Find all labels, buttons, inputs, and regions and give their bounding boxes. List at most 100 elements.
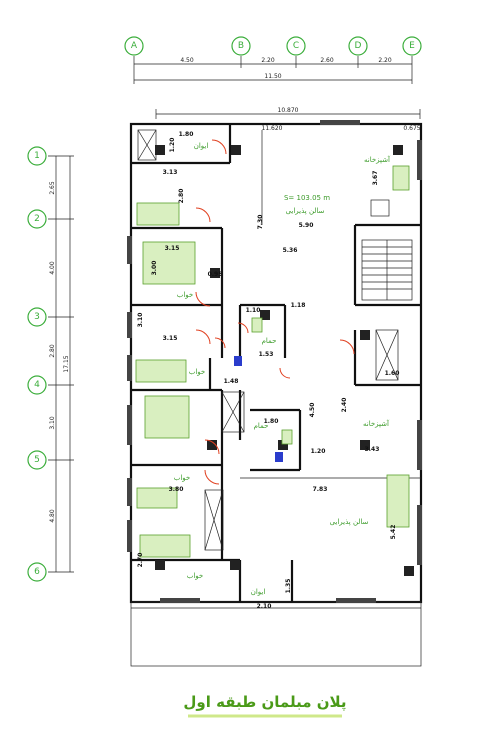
stair <box>361 239 413 301</box>
dim-3-00: 3.00 <box>151 261 158 276</box>
grid-label-4: 4 <box>34 380 40 390</box>
dim-1-60: 1.60 <box>385 370 400 377</box>
dim-1-18: 1.18 <box>291 302 306 309</box>
dim-2-80: 2.80 <box>178 189 185 204</box>
grid-bubble-d <box>348 36 368 56</box>
doors <box>195 139 355 485</box>
grid-label-e: E <box>409 41 415 51</box>
dim-2-10: 2.10 <box>257 603 272 610</box>
dim-3-10: 3.10 <box>137 313 144 328</box>
dim-3-13: 3.13 <box>163 169 178 176</box>
corner-dim: 0.675 <box>403 125 420 132</box>
room-iwan-top: ایوان <box>194 142 209 150</box>
grid-bubble-5 <box>27 450 47 470</box>
top-dim-total: 11.50 <box>264 73 281 80</box>
stove-icon <box>392 165 410 191</box>
left-dim-1: 2.65 <box>49 181 56 195</box>
sink-icon <box>275 452 283 462</box>
fridge-icon <box>370 199 390 217</box>
grid-label-c: C <box>293 41 299 51</box>
room-bed-1: خواب <box>177 291 193 299</box>
dim-1-80: 1.80 <box>179 131 194 138</box>
room-labels: ایوان آشپزخانه سالن پذیرایی خواب خواب خو… <box>174 142 391 596</box>
dim-1-20: 1.20 <box>169 138 176 153</box>
left-dim-total: 17.15 <box>63 355 70 372</box>
dim-3-67: 3.67 <box>372 171 379 186</box>
bed-icon <box>135 359 187 383</box>
dim-7-30: 7.30 <box>257 215 264 230</box>
dim-4-50: 4.50 <box>309 403 316 418</box>
bed-icon <box>136 487 178 509</box>
furniture <box>135 165 410 558</box>
dim-3-15: 3.15 <box>165 245 180 252</box>
sink-icon <box>234 356 242 366</box>
dim-5-36: 5.36 <box>283 247 298 254</box>
grid-label-1: 1 <box>34 151 40 161</box>
plan-dimensions: 1.80 1.20 3.13 2.80 3.67 S= 103.05 m 5.9… <box>137 131 399 610</box>
bed-icon <box>136 202 180 226</box>
drawing-title: پلان مبلمان طبقه اول <box>183 693 346 712</box>
room-living-bottom: سالن پذیرایی <box>330 518 369 526</box>
dim-1-20b: 1.20 <box>311 448 326 455</box>
dim-3-15b: 3.15 <box>163 335 178 342</box>
left-grid-axis: 1 2 3 4 5 6 2.65 4.00 2.80 3.10 4.80 17.… <box>27 146 74 582</box>
outer-width-dim: 10.870 <box>278 107 299 114</box>
dim-5-42: 5.42 <box>390 525 397 540</box>
bed-icon <box>142 241 196 285</box>
room-kitchen-top: آشپزخانه <box>364 155 391 164</box>
grid-label-6: 6 <box>34 567 40 577</box>
left-dim-4: 3.10 <box>49 416 56 430</box>
grid-label-3: 3 <box>34 312 40 322</box>
top-dim-1: 4.50 <box>180 57 194 64</box>
room-bath-1: حمام <box>262 337 277 345</box>
dim-3-43: 3.43 <box>365 446 380 453</box>
grid-label-2: 2 <box>34 214 40 224</box>
grid-bubble-1 <box>27 146 47 166</box>
room-bed-4: خواب <box>187 572 203 580</box>
room-bed-2: خواب <box>189 368 205 376</box>
room-bath-2: حمام <box>254 422 269 430</box>
dim-2-40: 2.40 <box>341 398 348 413</box>
dim-1-48: 1.48 <box>224 378 239 385</box>
dim-3-80: 3.80 <box>169 486 184 493</box>
grid-label-a: A <box>131 41 138 51</box>
dim-7-83: 7.83 <box>313 486 328 493</box>
left-dim-5: 4.80 <box>49 509 56 523</box>
room-living-top: سالن پذیرایی <box>286 207 325 215</box>
top-dim-3: 2.60 <box>320 57 334 64</box>
grid-bubble-3 <box>27 307 47 327</box>
dim-1-53: 1.53 <box>259 351 274 358</box>
grid-bubble-6 <box>27 562 47 582</box>
room-bed-3: خواب <box>174 474 190 482</box>
dim-5-90: 5.90 <box>299 222 314 229</box>
dining-table-icon <box>386 474 410 528</box>
columns <box>155 145 414 576</box>
left-dim-2: 4.00 <box>49 261 56 275</box>
dim-1-80b: 1.80 <box>264 418 279 425</box>
interior-walls <box>131 124 421 602</box>
toilet-icon <box>251 317 263 333</box>
shafts <box>137 129 399 551</box>
grid-bubble-2 <box>27 209 47 229</box>
grid-bubble-c <box>286 36 306 56</box>
grid-label-d: D <box>355 41 362 51</box>
dim-1-35: 1.35 <box>285 579 292 594</box>
top-grid-axis: A B C D E 4.50 2.20 2.60 2.20 11.50 <box>124 36 422 84</box>
grid-bubble-4 <box>27 375 47 395</box>
room-kitchen-bottom: آشپزخانه <box>363 419 390 428</box>
windows <box>127 120 422 603</box>
grid-label-b: B <box>238 41 244 51</box>
left-dim-3: 2.80 <box>49 344 56 358</box>
bed-icon <box>144 395 190 439</box>
grid-bubble-b <box>231 36 251 56</box>
dim-0-95: 0.95 <box>208 271 223 278</box>
top-dim-4: 2.20 <box>378 57 392 64</box>
bed-icon <box>139 534 191 558</box>
inner-width-dim: 11.620 <box>262 125 283 132</box>
grid-bubble-e <box>402 36 422 56</box>
grid-bubble-a <box>124 36 144 56</box>
dim-2-70: 2.70 <box>137 553 144 568</box>
bottom-slab <box>130 601 422 667</box>
toilet-icon <box>281 429 293 445</box>
